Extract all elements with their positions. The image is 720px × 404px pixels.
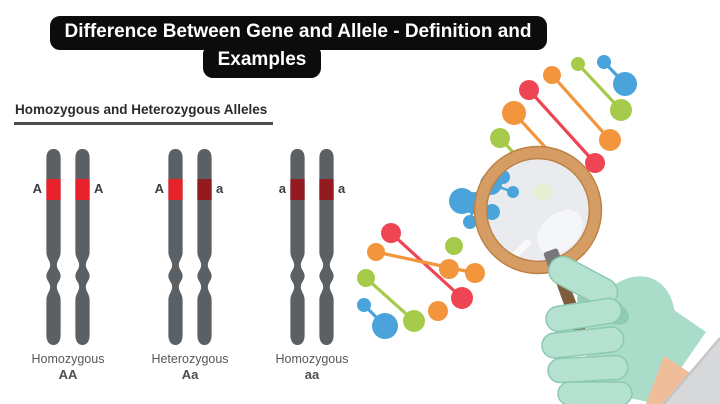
gene-band (319, 179, 334, 200)
chromosome-pair (18, 148, 118, 346)
allele-label: a (338, 181, 346, 196)
allele-label: a (278, 181, 286, 196)
lab-coat-sleeve (663, 337, 720, 404)
gene-band (46, 179, 61, 200)
zygosity-label: Homozygous (275, 352, 349, 366)
chromatid-icon (290, 149, 305, 345)
chromosome-pair-heterozygous-Aa: A a Heterozygous Aa (140, 148, 240, 382)
allele-label: A (154, 181, 164, 196)
chromosome-pair (140, 148, 240, 346)
chromatid-icon (75, 149, 90, 345)
magnifier-lens (487, 154, 589, 262)
chromatid-icon (319, 149, 334, 345)
chromatid-icon (197, 149, 212, 345)
gene-band (168, 179, 183, 200)
zygosity-label: Heterozygous (151, 352, 229, 366)
page-title-line-1: Difference Between Gene and Allele - Def… (49, 16, 547, 50)
magnifying-glass-icon (473, 145, 603, 275)
gene-band (290, 179, 305, 200)
section-heading: Homozygous and Heterozygous Alleles (14, 102, 274, 125)
dna-helix-icon (490, 55, 637, 188)
chromosome-pair-homozygous-AA: A A Homozygous AA (18, 148, 118, 382)
chromatid-icon (46, 149, 61, 345)
allele-label: a (216, 181, 224, 196)
allele-label: A (94, 181, 104, 196)
gloved-hand-icon (541, 255, 706, 404)
zygosity-label: Homozygous (31, 352, 105, 366)
title-banner: Difference Between Gene and Allele - Def… (0, 16, 596, 78)
dna-helix-icon (357, 223, 485, 339)
genotype-label: aa (304, 367, 320, 382)
allele-label: A (32, 181, 42, 196)
genotype-label: AA (58, 367, 78, 382)
chromatid-icon (168, 149, 183, 345)
chromosome-pair (262, 148, 362, 346)
page-title-line-2: Examples (202, 45, 322, 78)
gene-band (75, 179, 90, 200)
genotype-label: Aa (181, 367, 199, 382)
gene-band (197, 179, 212, 200)
chromosome-pair-homozygous-aa: a a Homozygous aa (262, 148, 362, 382)
dna-magnifier-illustration (357, 55, 720, 404)
